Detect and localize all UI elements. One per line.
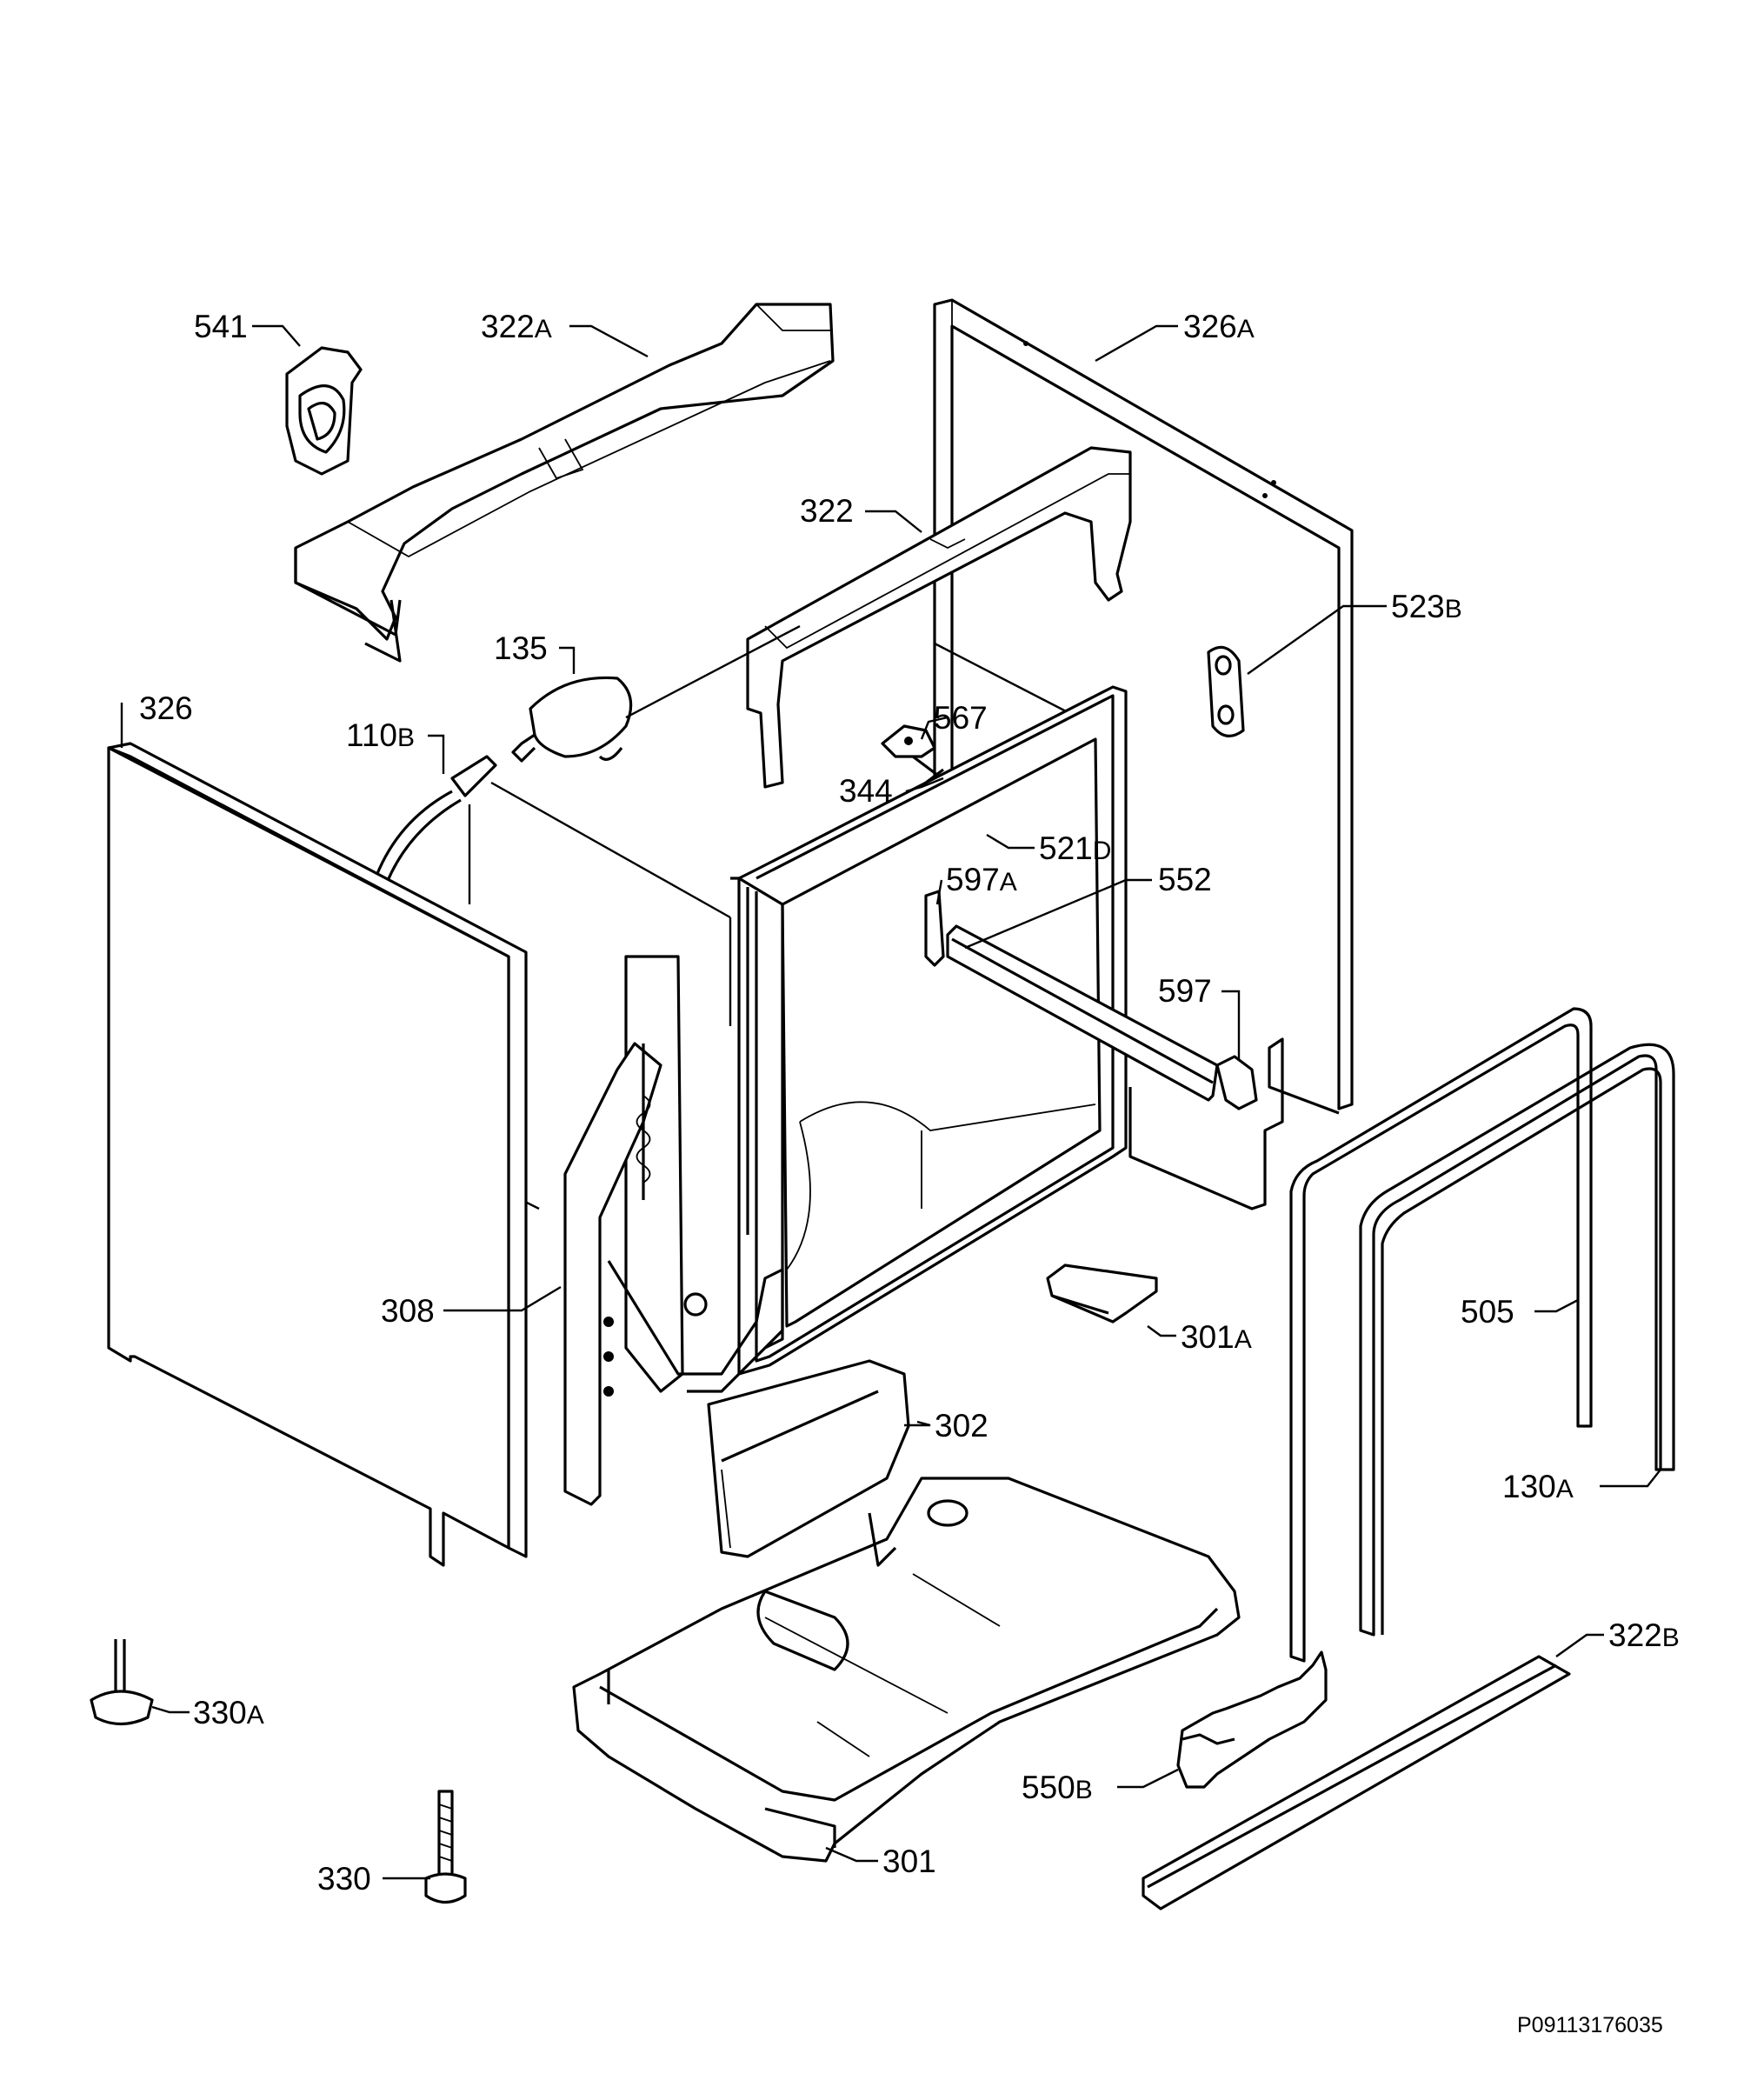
label-330: 330 — [317, 1861, 371, 1897]
label-550b: 550B — [1022, 1770, 1093, 1805]
label-326a: 326A — [1183, 309, 1255, 344]
label-135: 135 — [494, 630, 548, 666]
part-301-base — [572, 1477, 1241, 1863]
label-567: 567 — [934, 700, 988, 736]
part-552-rail — [924, 890, 1258, 1110]
leader-lines — [120, 324, 1661, 1880]
label-301: 301 — [882, 1844, 936, 1879]
part-322-arch-frame — [746, 446, 1132, 789]
part-tub-cabinet — [730, 685, 1128, 1376]
part-302-plate — [707, 1359, 910, 1558]
label-344: 344 — [839, 773, 893, 809]
part-541-clip — [285, 346, 363, 476]
part-322b-strip — [1142, 1655, 1571, 1910]
label-308: 308 — [381, 1293, 435, 1329]
part-135-dome — [511, 676, 633, 763]
label-541: 541 — [194, 309, 248, 344]
label-130a: 130A — [1502, 1469, 1574, 1504]
part-330-screw — [424, 1790, 467, 1904]
label-322a: 322A — [481, 309, 552, 344]
label-326: 326 — [139, 690, 193, 726]
part-301a-bracket — [1046, 1264, 1158, 1324]
part-523b-grommet — [1207, 645, 1245, 737]
drawing-code: P09113176035 — [1517, 2013, 1663, 2037]
part-326-door-panel — [107, 742, 528, 1567]
label-322: 322 — [800, 493, 854, 529]
label-505: 505 — [1461, 1294, 1514, 1330]
label-521d: 521D — [1039, 830, 1111, 866]
part-130a-seal — [1359, 1043, 1675, 1637]
label-302: 302 — [935, 1408, 989, 1444]
label-322b: 322B — [1608, 1617, 1680, 1653]
label-523b: 523B — [1391, 589, 1462, 624]
label-301a: 301A — [1181, 1319, 1252, 1355]
part-330a-foot — [90, 1639, 154, 1726]
part-110b-hose — [372, 755, 497, 883]
label-330a: 330A — [193, 1695, 264, 1730]
label-110b: 110B — [346, 717, 415, 753]
part-550b-bracket — [1176, 1650, 1328, 1789]
label-552: 552 — [1158, 862, 1212, 897]
part-322a-top-frame — [294, 303, 835, 663]
label-597: 597 — [1158, 973, 1212, 1009]
part-308-hinge — [563, 955, 784, 1506]
tub-outline-lines — [468, 624, 1070, 1210]
part-505-seal — [1289, 1007, 1593, 1663]
label-597a: 597A — [946, 862, 1017, 897]
